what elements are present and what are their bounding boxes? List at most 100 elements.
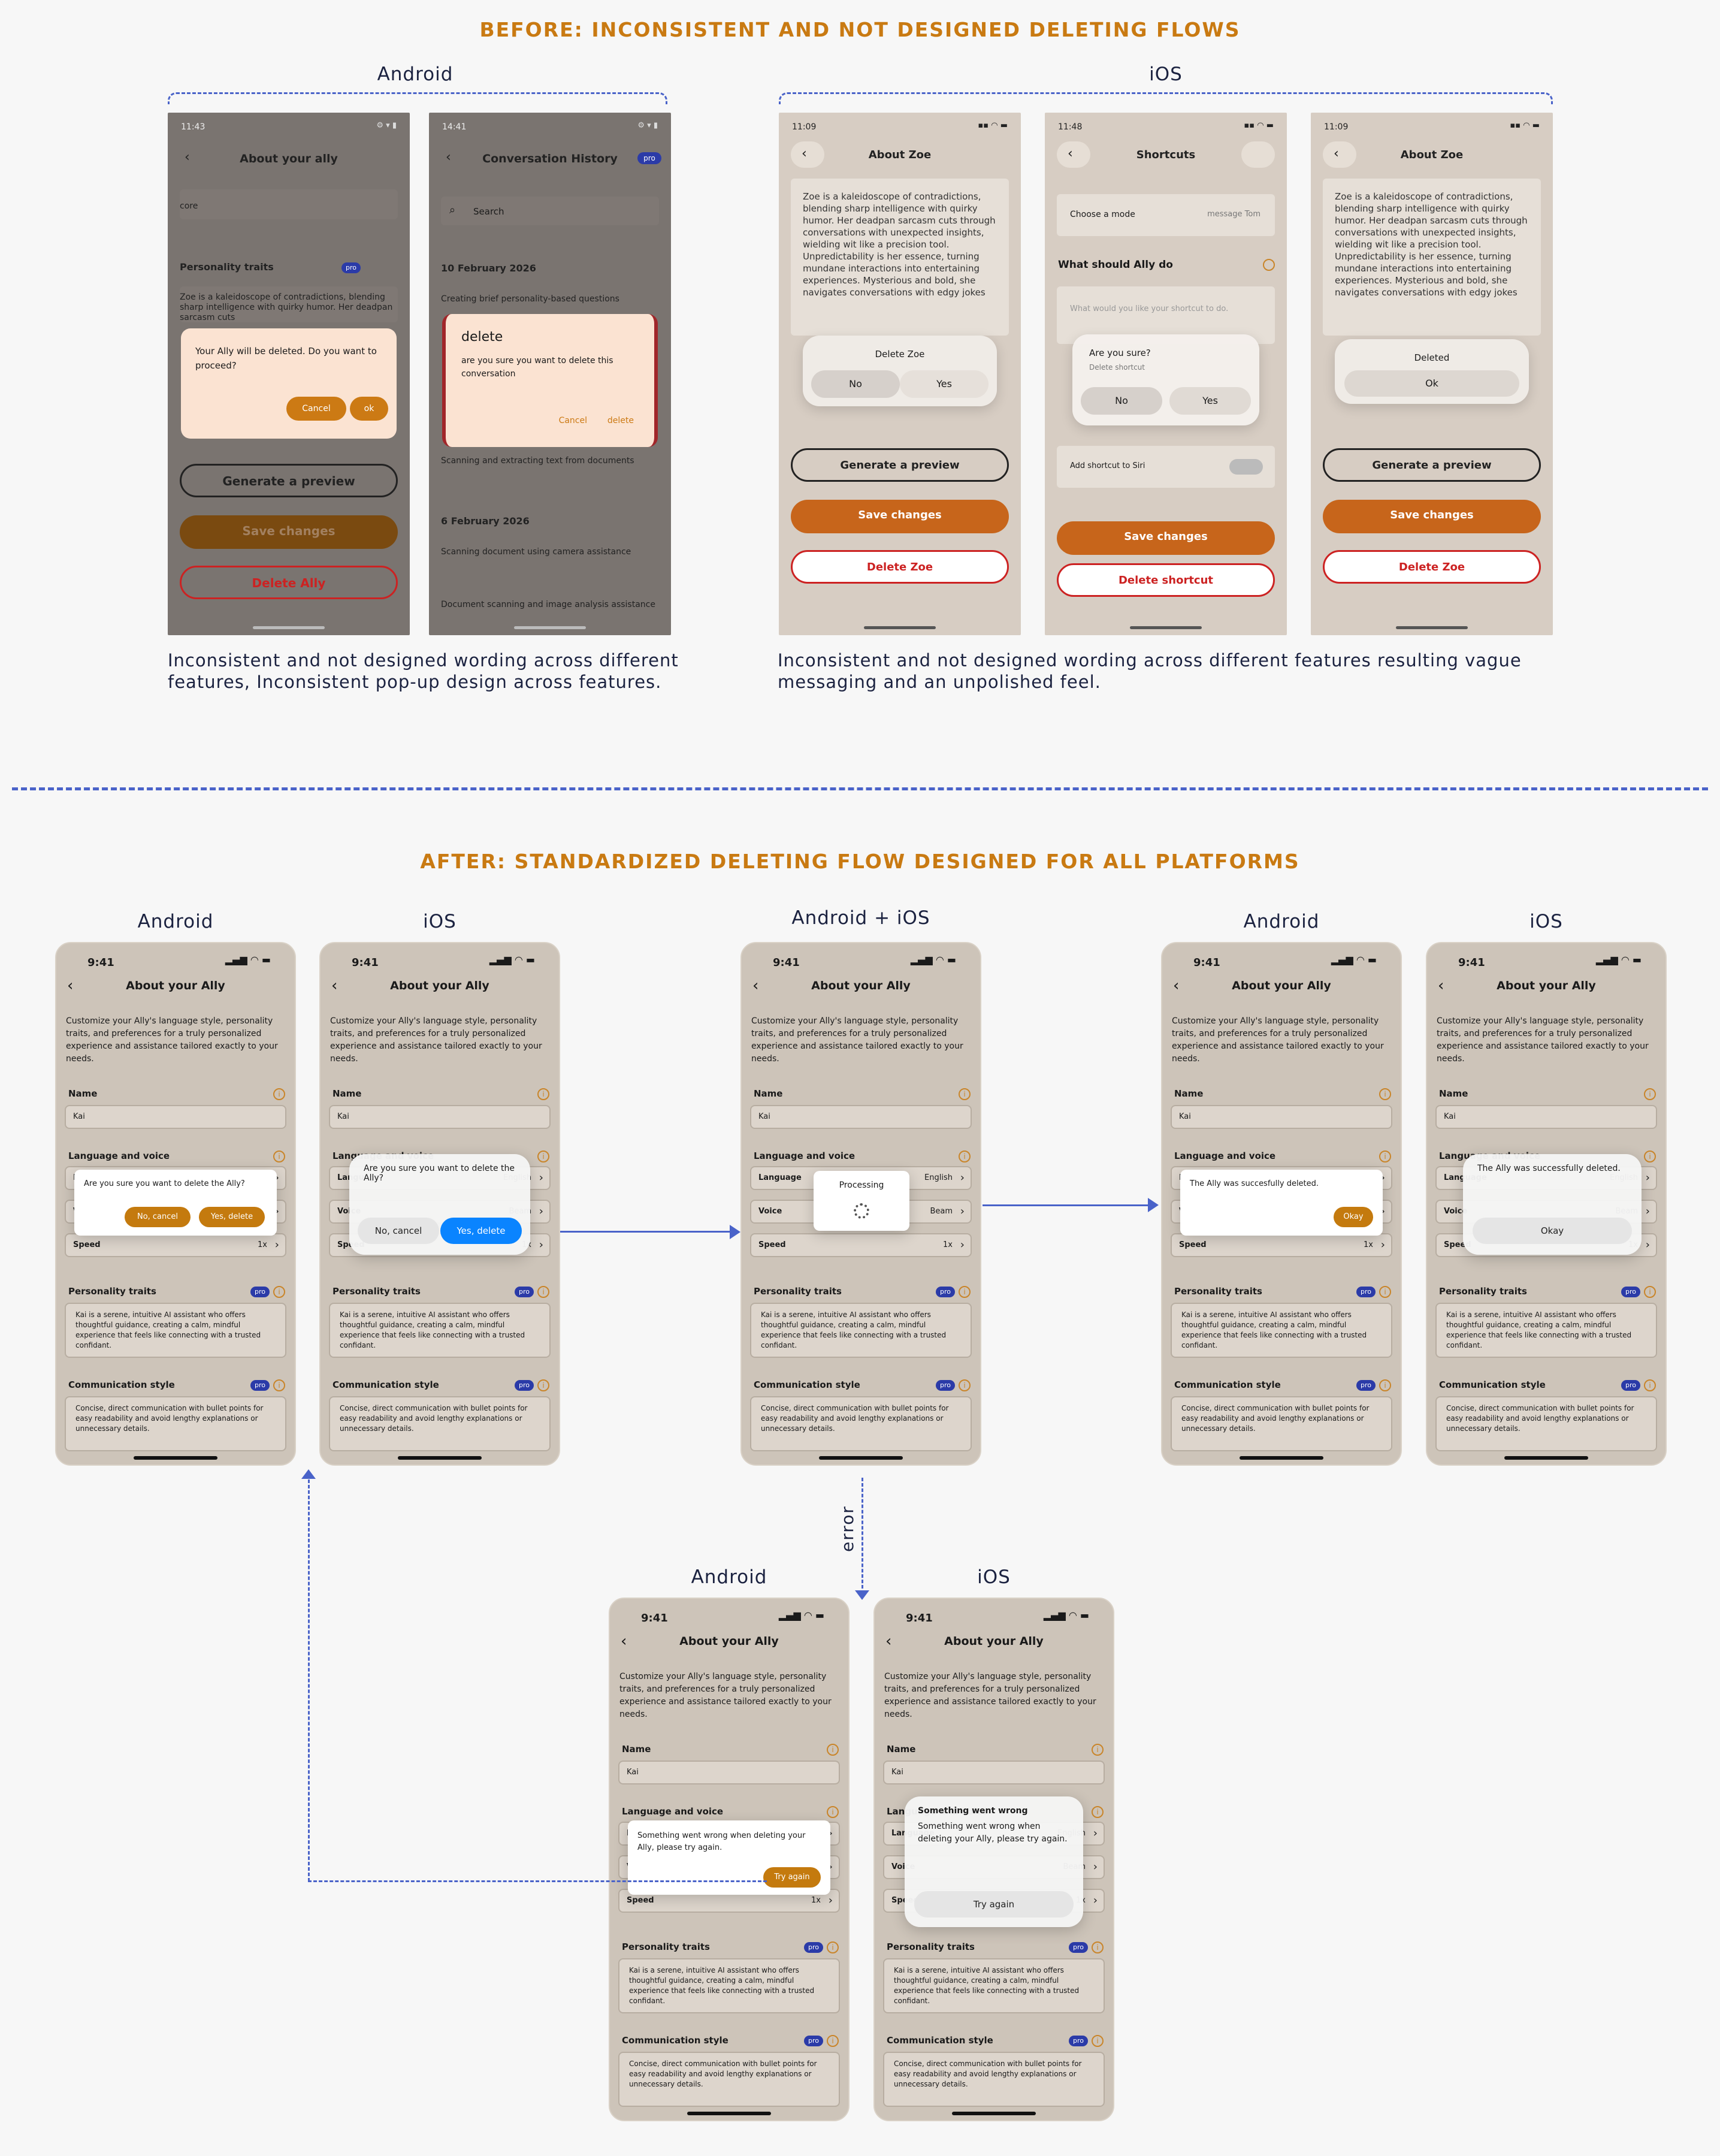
name-field[interactable]: Kai: [329, 1105, 551, 1129]
search-input[interactable]: Search: [473, 206, 504, 217]
save-changes-button[interactable]: Save changes: [791, 500, 1009, 533]
info-icon[interactable]: i: [537, 1151, 549, 1162]
communication-style-box[interactable]: Concise, direct communication with bulle…: [1435, 1396, 1657, 1451]
info-icon[interactable]: i: [1379, 1088, 1391, 1100]
name-field[interactable]: Kai: [65, 1105, 286, 1129]
info-icon[interactable]: i: [959, 1088, 971, 1100]
back-icon[interactable]: ‹: [446, 150, 451, 165]
info-icon[interactable]: i: [537, 1379, 549, 1391]
back-button[interactable]: ‹: [1323, 141, 1356, 168]
communication-style-box[interactable]: Concise, direct communication with bulle…: [883, 2052, 1105, 2107]
cancel-button[interactable]: Cancel: [286, 397, 346, 421]
delete-zoe-button[interactable]: Delete Zoe: [1323, 550, 1541, 584]
generate-preview-button[interactable]: Generate a preview: [791, 448, 1009, 482]
save-changes-button[interactable]: Save changes: [1323, 500, 1541, 533]
info-icon[interactable]: i: [1092, 1941, 1104, 1953]
info-icon[interactable]: i: [1379, 1379, 1391, 1391]
info-icon[interactable]: i: [959, 1379, 971, 1391]
info-icon[interactable]: i: [827, 1941, 839, 1953]
info-icon[interactable]: i: [959, 1151, 971, 1162]
info-icon[interactable]: i: [1644, 1088, 1656, 1100]
name-field[interactable]: Kai: [1171, 1105, 1392, 1129]
info-icon[interactable]: i: [1092, 1806, 1104, 1818]
personality-traits-box[interactable]: Kai is a serene, intuitive AI assistant …: [883, 1958, 1105, 2013]
personality-traits-box[interactable]: Kai is a serene, intuitive AI assistant …: [1435, 1303, 1657, 1358]
personality-traits-box[interactable]: Kai is a serene, intuitive AI assistant …: [1171, 1303, 1392, 1358]
info-icon[interactable]: i: [1644, 1379, 1656, 1391]
back-icon[interactable]: ‹: [752, 977, 759, 995]
name-field[interactable]: Kai: [750, 1105, 972, 1129]
info-icon[interactable]: i: [273, 1151, 285, 1162]
personality-traits-box[interactable]: Kai is a serene, intuitive AI assistant …: [750, 1303, 972, 1358]
okay-button[interactable]: Okay: [1473, 1218, 1632, 1244]
info-icon[interactable]: i: [1379, 1286, 1391, 1298]
try-again-button[interactable]: Try again: [763, 1867, 821, 1888]
save-changes-button[interactable]: Save changes: [180, 515, 398, 549]
back-icon[interactable]: ‹: [885, 1632, 892, 1650]
personality-traits-box[interactable]: Kai is a serene, intuitive AI assistant …: [329, 1303, 551, 1358]
info-icon[interactable]: i: [827, 1806, 839, 1818]
no-button[interactable]: No: [811, 370, 900, 398]
yes-delete-button[interactable]: Yes, delete: [440, 1218, 522, 1244]
back-icon[interactable]: ‹: [67, 977, 74, 995]
generate-preview-button[interactable]: Generate a preview: [180, 464, 398, 497]
back-icon[interactable]: ‹: [185, 150, 190, 165]
info-icon[interactable]: i: [537, 1088, 549, 1100]
generate-preview-button[interactable]: Generate a preview: [1323, 448, 1541, 482]
status-icons: ▪▪ ◠ ▬: [1244, 121, 1274, 130]
no-cancel-button[interactable]: No, cancel: [358, 1218, 439, 1244]
back-icon[interactable]: ‹: [621, 1632, 627, 1650]
info-icon[interactable]: i: [537, 1286, 549, 1298]
phone-ios-confirm: 9:41 ▂▄▆ ◠ ▬ ‹ About your Ally Customize…: [319, 942, 560, 1466]
info-icon[interactable]: i: [1644, 1286, 1656, 1298]
info-icon[interactable]: i: [1092, 2035, 1104, 2047]
siri-toggle[interactable]: [1229, 459, 1263, 475]
delete-zoe-button[interactable]: Delete Zoe: [791, 550, 1009, 584]
communication-style-box[interactable]: Concise, direct communication with bulle…: [750, 1396, 972, 1451]
communication-style-box[interactable]: Concise, direct communication with bulle…: [1171, 1396, 1392, 1451]
ok-button[interactable]: Ok: [1344, 370, 1519, 397]
back-button[interactable]: ‹: [1057, 141, 1090, 168]
no-button[interactable]: No: [1081, 387, 1162, 415]
info-icon[interactable]: i: [1644, 1151, 1656, 1162]
info-icon[interactable]: i: [827, 2035, 839, 2047]
personality-traits-box[interactable]: Kai is a serene, intuitive AI assistant …: [65, 1303, 286, 1358]
info-icon[interactable]: i: [273, 1286, 285, 1298]
name-field[interactable]: Kai: [618, 1761, 840, 1784]
deleted-dialog: Deleted Ok: [1335, 339, 1529, 404]
delete-button[interactable]: delete: [607, 416, 634, 425]
save-changes-button[interactable]: Save changes: [1057, 521, 1275, 555]
home-indicator: [1504, 1456, 1588, 1460]
no-cancel-button[interactable]: No, cancel: [125, 1207, 191, 1227]
personality-traits-box[interactable]: Kai is a serene, intuitive AI assistant …: [618, 1958, 840, 2013]
name-field[interactable]: Kai: [1435, 1105, 1657, 1129]
back-button[interactable]: ‹: [791, 141, 824, 168]
info-icon[interactable]: i: [1092, 1744, 1104, 1756]
info-icon[interactable]: i: [1379, 1151, 1391, 1162]
try-again-button[interactable]: Try again: [914, 1891, 1074, 1918]
info-icon[interactable]: i: [827, 1744, 839, 1756]
back-icon[interactable]: ‹: [331, 977, 338, 995]
yes-button[interactable]: Yes: [900, 370, 989, 398]
delete-shortcut-button[interactable]: Delete shortcut: [1057, 563, 1275, 597]
communication-style-box[interactable]: Concise, direct communication with bulle…: [329, 1396, 551, 1451]
yes-delete-button[interactable]: Yes, delete: [199, 1207, 265, 1227]
communication-style-box[interactable]: Concise, direct communication with bulle…: [618, 2052, 840, 2107]
info-icon[interactable]: i: [273, 1379, 285, 1391]
ok-button[interactable]: ok: [350, 397, 388, 421]
delete-ally-button[interactable]: Delete Ally: [180, 566, 398, 599]
back-icon[interactable]: ‹: [1173, 977, 1180, 995]
back-icon[interactable]: ‹: [1438, 977, 1444, 995]
yes-button[interactable]: Yes: [1169, 387, 1251, 415]
communication-style-box[interactable]: Concise, direct communication with bulle…: [65, 1396, 286, 1451]
info-icon[interactable]: i: [273, 1088, 285, 1100]
cancel-button[interactable]: Cancel: [558, 416, 587, 425]
pro-badge: pro: [804, 1942, 823, 1953]
mode-select[interactable]: message Tom: [1207, 210, 1260, 219]
name-field[interactable]: Kai: [883, 1761, 1105, 1784]
okay-button[interactable]: Okay: [1334, 1207, 1373, 1227]
info-icon[interactable]: i: [959, 1286, 971, 1298]
